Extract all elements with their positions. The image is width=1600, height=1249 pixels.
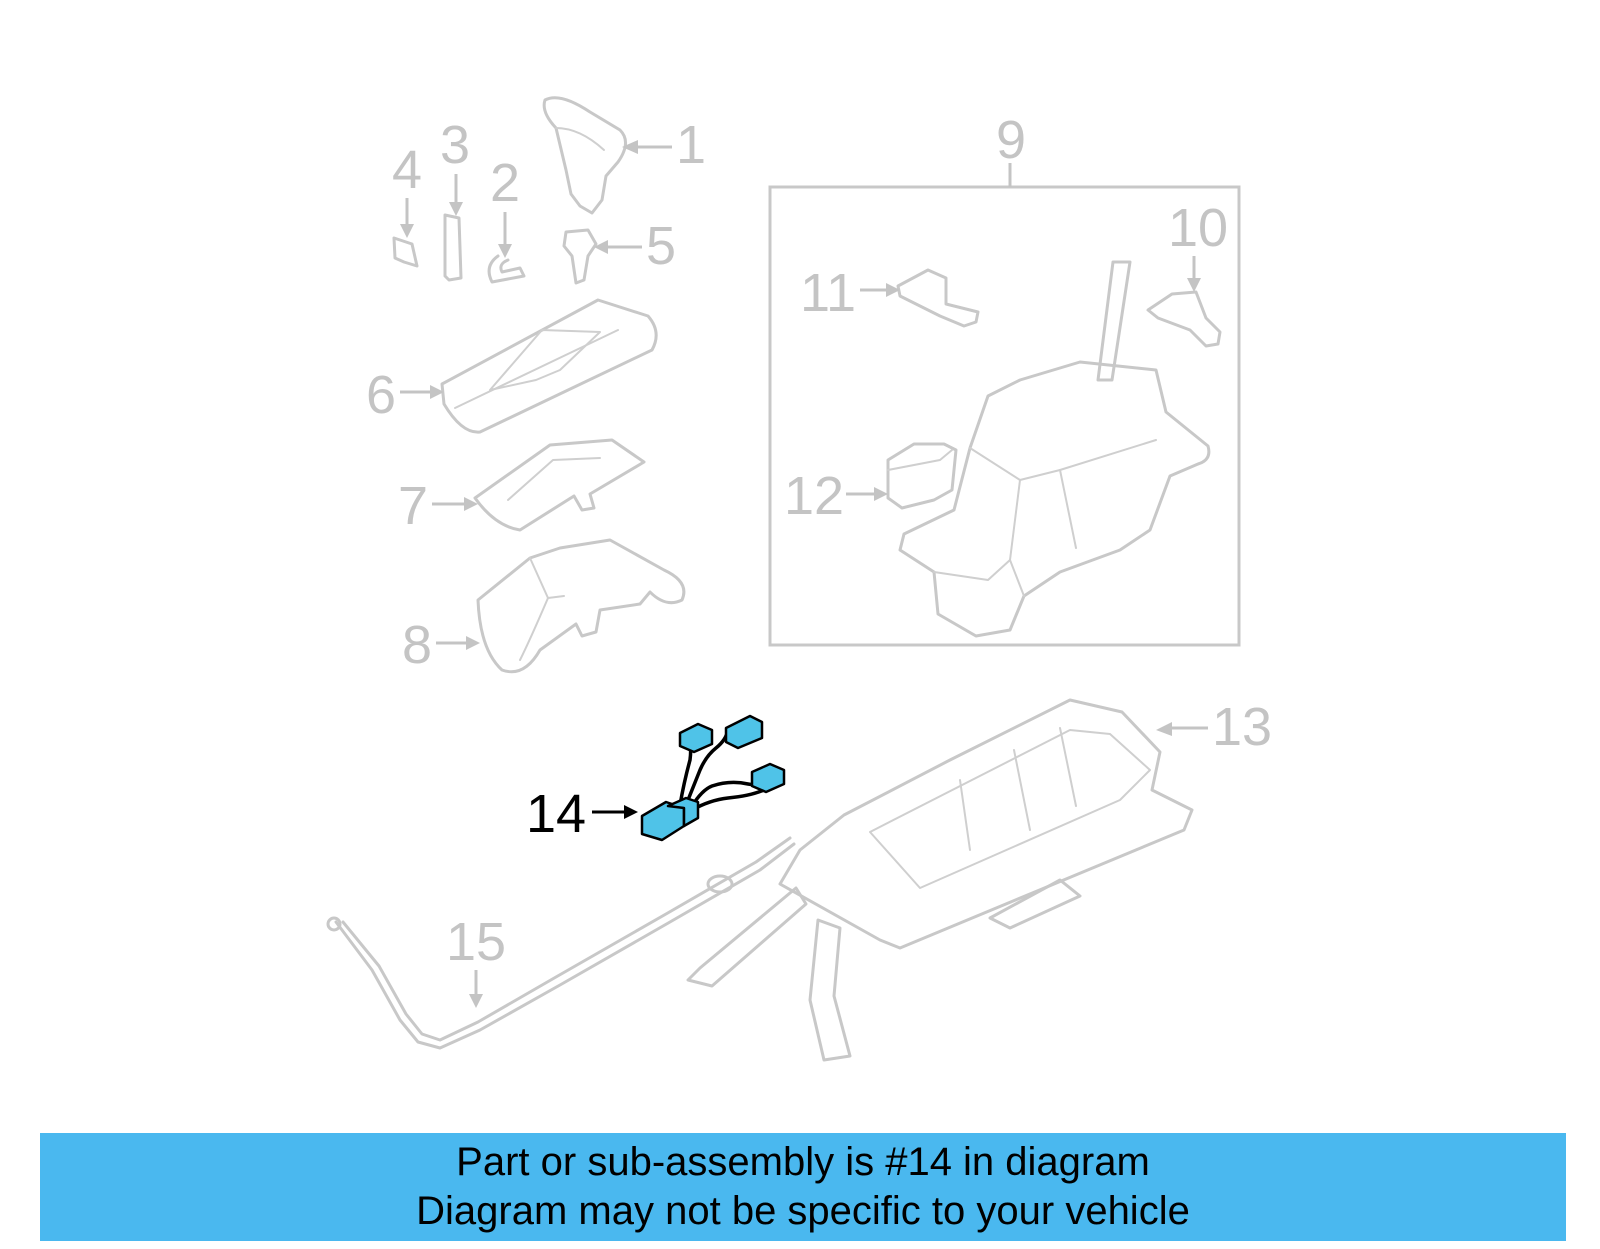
svg-text:9: 9 (996, 110, 1026, 170)
callout-9: 9 (996, 110, 1026, 170)
callout-11: 11 (800, 263, 900, 323)
part-3-button[interactable] (443, 213, 463, 282)
callout-2: 2 (490, 153, 520, 258)
svg-text:7: 7 (398, 476, 428, 536)
svg-text:12: 12 (784, 466, 844, 526)
svg-text:13: 13 (1212, 697, 1272, 757)
svg-text:10: 10 (1168, 198, 1228, 258)
part-4-clip[interactable] (392, 236, 419, 268)
info-banner: Part or sub-assembly is #14 in diagram D… (40, 1133, 1566, 1241)
part-9-assembly-box (768, 185, 1241, 647)
part-6-indicator-panel[interactable] (440, 298, 658, 434)
part-2-spring[interactable] (487, 254, 526, 284)
svg-text:4: 4 (392, 140, 422, 200)
svg-text:11: 11 (800, 263, 856, 323)
part-15-cable[interactable] (326, 836, 796, 1050)
svg-text:5: 5 (646, 216, 676, 276)
part-12-switch[interactable] (886, 442, 958, 510)
part-5-knob-insert[interactable] (562, 228, 598, 285)
part-14-wiring-harness[interactable] (640, 714, 786, 842)
banner-line-1: Part or sub-assembly is #14 in diagram (456, 1140, 1150, 1184)
part-11-bracket[interactable] (896, 268, 980, 328)
part-9-shifter-mechanism[interactable] (898, 260, 1211, 638)
svg-text:14: 14 (526, 784, 586, 844)
part-13-console[interactable] (686, 698, 1194, 1062)
callout-10: 10 (1168, 198, 1228, 292)
callout-12: 12 (784, 466, 888, 526)
svg-text:2: 2 (490, 153, 520, 213)
svg-text:15: 15 (446, 912, 506, 972)
part-1-shift-knob[interactable] (542, 96, 627, 215)
svg-text:6: 6 (366, 365, 396, 425)
callout-5: 5 (594, 216, 676, 276)
part-10-bracket[interactable] (1146, 290, 1222, 348)
part-7-gasket[interactable] (473, 438, 646, 532)
callout-6: 6 (366, 365, 444, 425)
banner-line-2: Diagram may not be specific to your vehi… (416, 1189, 1190, 1233)
callout-13: 13 (1156, 697, 1272, 757)
callout-1: 1 (622, 115, 706, 175)
callout-15: 15 (446, 912, 506, 1008)
callout-8: 8 (402, 615, 480, 675)
svg-text:8: 8 (402, 615, 432, 675)
svg-text:1: 1 (676, 115, 706, 175)
callout-7: 7 (398, 476, 478, 536)
part-8-housing[interactable] (476, 538, 686, 674)
callout-14: 14 (526, 784, 638, 844)
callout-3: 3 (440, 115, 470, 216)
svg-text:3: 3 (440, 115, 470, 175)
callout-4: 4 (392, 140, 422, 238)
